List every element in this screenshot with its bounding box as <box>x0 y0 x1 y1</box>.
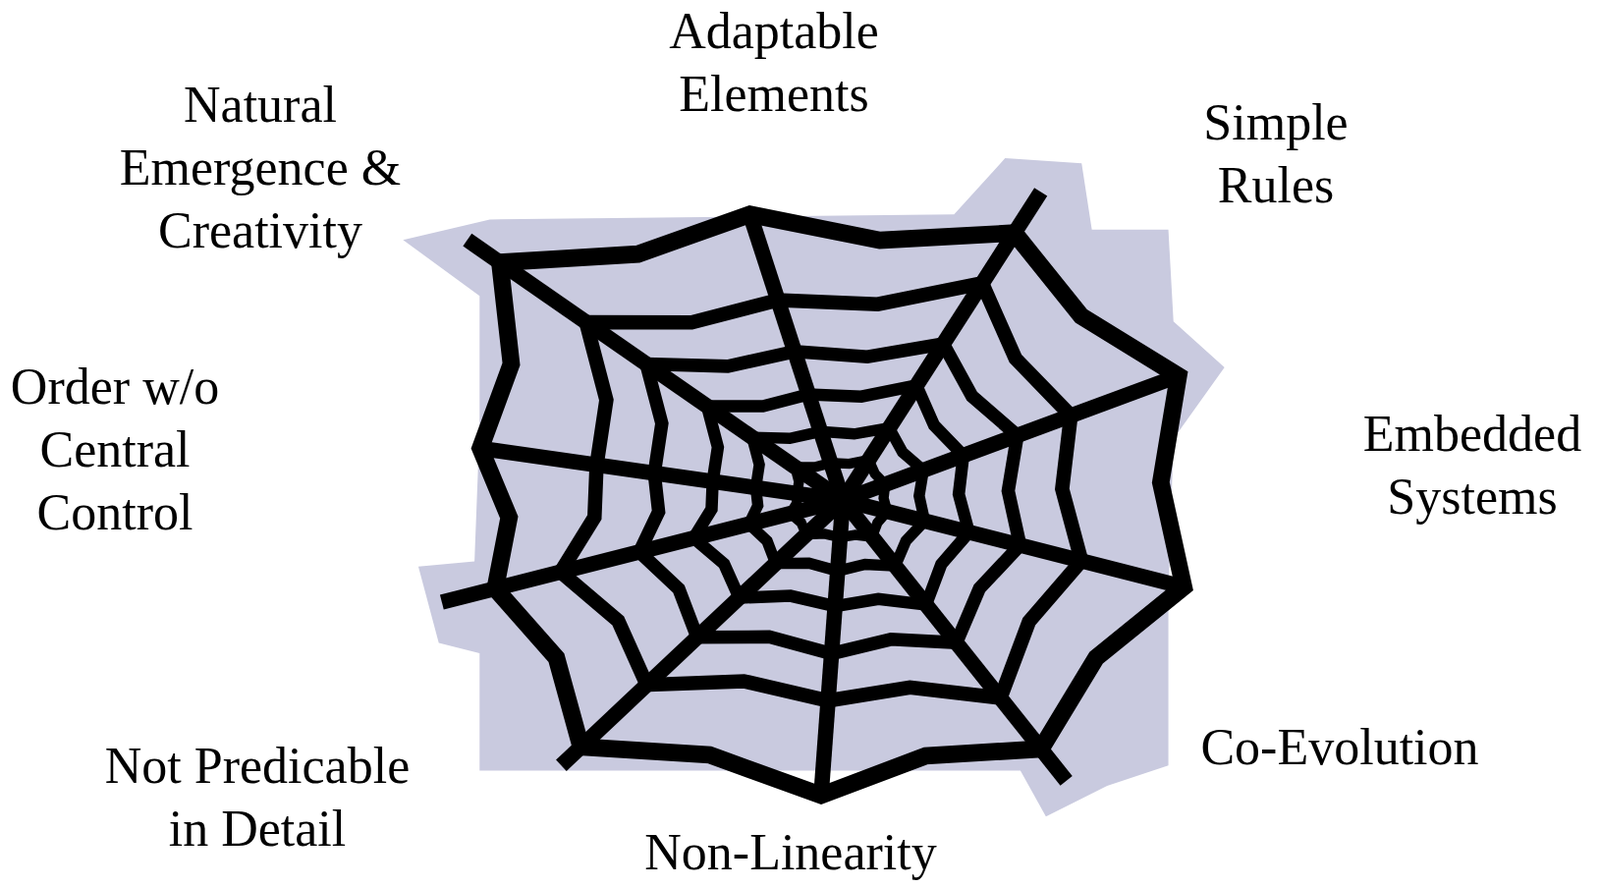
web-background <box>402 158 1224 817</box>
web-ring <box>480 214 1184 795</box>
web-spoke <box>441 499 843 603</box>
web-label: Not Predicable in Detail <box>98 734 418 861</box>
web-label: Order w/o Central Control <box>1 355 228 545</box>
web-spoke <box>467 239 843 500</box>
web-label: Natural Emergence & Creativity <box>98 73 423 263</box>
web-rings <box>480 214 1184 795</box>
web-spoke <box>821 499 843 791</box>
web-label: Simple Rules <box>1167 91 1384 218</box>
web-spoke <box>842 191 1042 500</box>
web-spokes <box>441 191 1184 791</box>
web-spoke <box>750 214 844 500</box>
web-spoke <box>842 377 1174 500</box>
web-label: Adaptable Elements <box>636 0 912 126</box>
web-label: Non-Linearity <box>623 821 958 884</box>
web-label: Embedded Systems <box>1354 402 1591 529</box>
web-spoke <box>842 499 1067 781</box>
web-spoke <box>486 448 844 500</box>
web-label: Co-Evolution <box>1177 716 1502 779</box>
